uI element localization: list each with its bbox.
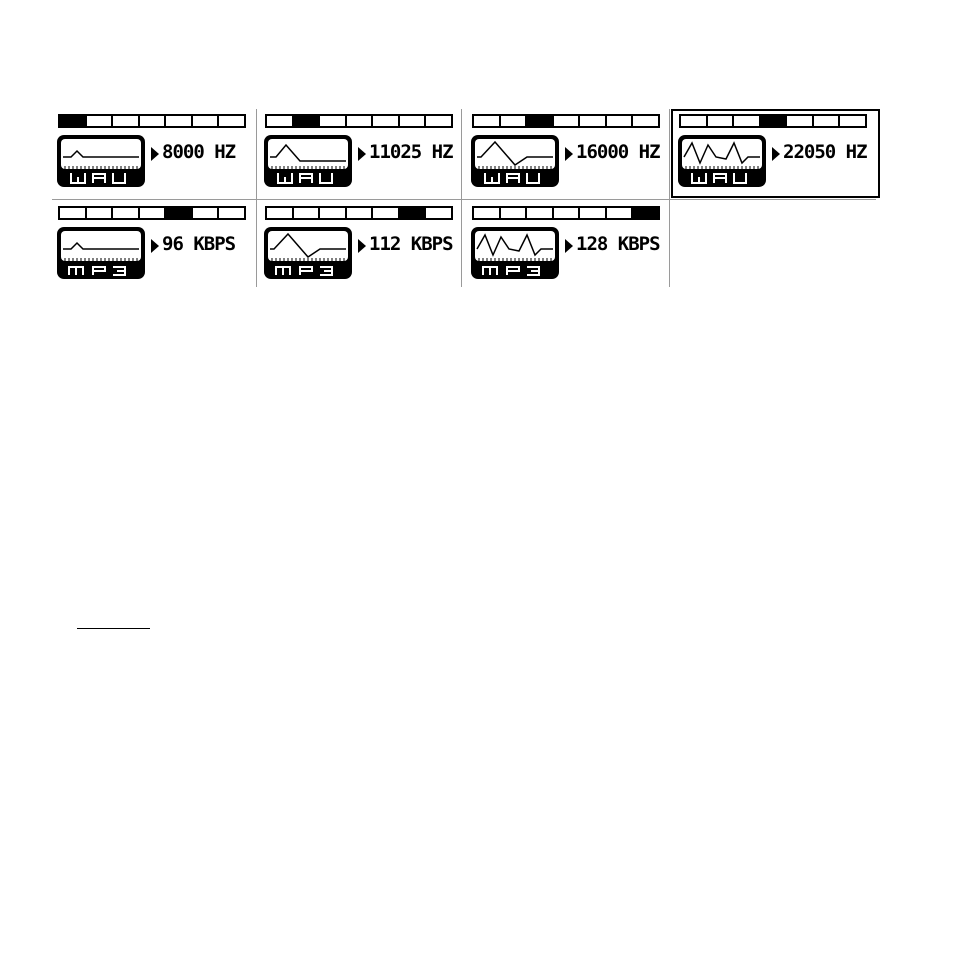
quality-value-label: 8000 HZ xyxy=(162,141,235,163)
mp3-format-icon xyxy=(262,225,356,281)
quality-level-bar xyxy=(472,206,660,220)
level-segment xyxy=(373,116,400,126)
quality-value-label: 16000 HZ xyxy=(576,141,660,163)
level-segment xyxy=(474,116,501,126)
quality-screen-3[interactable]: 16000 HZ xyxy=(466,111,670,197)
row-divider xyxy=(52,199,876,200)
cell-divider xyxy=(256,109,257,287)
play-arrow-icon xyxy=(151,147,159,161)
quality-level-bar xyxy=(472,114,660,128)
level-segment xyxy=(580,116,607,126)
cell-divider xyxy=(461,109,462,287)
level-segment xyxy=(294,116,321,126)
level-segment xyxy=(166,116,193,126)
quality-screen-4[interactable]: 22050 HZ xyxy=(673,111,877,197)
level-segment xyxy=(87,116,114,126)
play-arrow-icon xyxy=(565,147,573,161)
quality-screen-2[interactable]: 11025 HZ xyxy=(259,111,463,197)
cell-divider xyxy=(669,109,670,287)
level-segment xyxy=(633,208,658,218)
quality-value-label: 96 KBPS xyxy=(162,233,235,255)
level-segment xyxy=(527,208,554,218)
play-arrow-icon xyxy=(358,239,366,253)
level-segment xyxy=(320,116,347,126)
quality-value-label: 112 KBPS xyxy=(369,233,453,255)
play-arrow-icon xyxy=(565,239,573,253)
level-segment xyxy=(607,116,634,126)
level-segment xyxy=(400,208,427,218)
level-segment xyxy=(840,116,865,126)
quality-screen-5[interactable]: 96 KBPS xyxy=(52,203,256,289)
level-segment xyxy=(607,208,634,218)
level-segment xyxy=(166,208,193,218)
level-segment xyxy=(501,116,528,126)
level-segment xyxy=(219,116,244,126)
level-segment xyxy=(294,208,321,218)
level-segment xyxy=(347,208,374,218)
level-segment xyxy=(140,116,167,126)
level-segment xyxy=(60,116,87,126)
quality-settings-grid: 8000 HZ 11025 HZ 16000 HZ 22050 HZ 96 KBPS 11… xyxy=(0,0,954,300)
play-arrow-icon xyxy=(151,239,159,253)
level-segment xyxy=(87,208,114,218)
level-segment xyxy=(347,116,374,126)
level-segment xyxy=(501,208,528,218)
level-segment xyxy=(193,116,220,126)
level-segment xyxy=(426,116,451,126)
quality-level-bar xyxy=(58,206,246,220)
quality-value-label: 128 KBPS xyxy=(576,233,660,255)
level-segment xyxy=(787,116,814,126)
quality-screen-6[interactable]: 112 KBPS xyxy=(259,203,463,289)
level-segment xyxy=(814,116,841,126)
quality-screen-1[interactable]: 8000 HZ xyxy=(52,111,256,197)
level-segment xyxy=(426,208,451,218)
level-segment xyxy=(267,116,294,126)
wav-format-icon xyxy=(262,133,356,189)
wav-format-icon xyxy=(469,133,563,189)
level-segment xyxy=(219,208,244,218)
level-segment xyxy=(633,116,658,126)
level-segment xyxy=(681,116,708,126)
underline-mark xyxy=(77,628,150,629)
quality-value-label: 22050 HZ xyxy=(783,141,867,163)
quality-screen-7[interactable]: 128 KBPS xyxy=(466,203,670,289)
play-arrow-icon xyxy=(358,147,366,161)
level-segment xyxy=(113,208,140,218)
wav-format-icon xyxy=(55,133,149,189)
mp3-format-icon xyxy=(469,225,563,281)
quality-level-bar xyxy=(58,114,246,128)
level-segment xyxy=(400,116,427,126)
level-segment xyxy=(267,208,294,218)
quality-level-bar xyxy=(265,206,453,220)
level-segment xyxy=(580,208,607,218)
level-segment xyxy=(373,208,400,218)
level-segment xyxy=(734,116,761,126)
level-segment xyxy=(708,116,735,126)
quality-value-label: 11025 HZ xyxy=(369,141,453,163)
level-segment xyxy=(60,208,87,218)
level-segment xyxy=(554,208,581,218)
level-segment xyxy=(527,116,554,126)
quality-level-bar xyxy=(679,114,867,128)
quality-level-bar xyxy=(265,114,453,128)
mp3-format-icon xyxy=(55,225,149,281)
wav-format-icon xyxy=(676,133,770,189)
level-segment xyxy=(193,208,220,218)
level-segment xyxy=(474,208,501,218)
play-arrow-icon xyxy=(772,147,780,161)
level-segment xyxy=(761,116,788,126)
level-segment xyxy=(140,208,167,218)
level-segment xyxy=(554,116,581,126)
level-segment xyxy=(320,208,347,218)
level-segment xyxy=(113,116,140,126)
